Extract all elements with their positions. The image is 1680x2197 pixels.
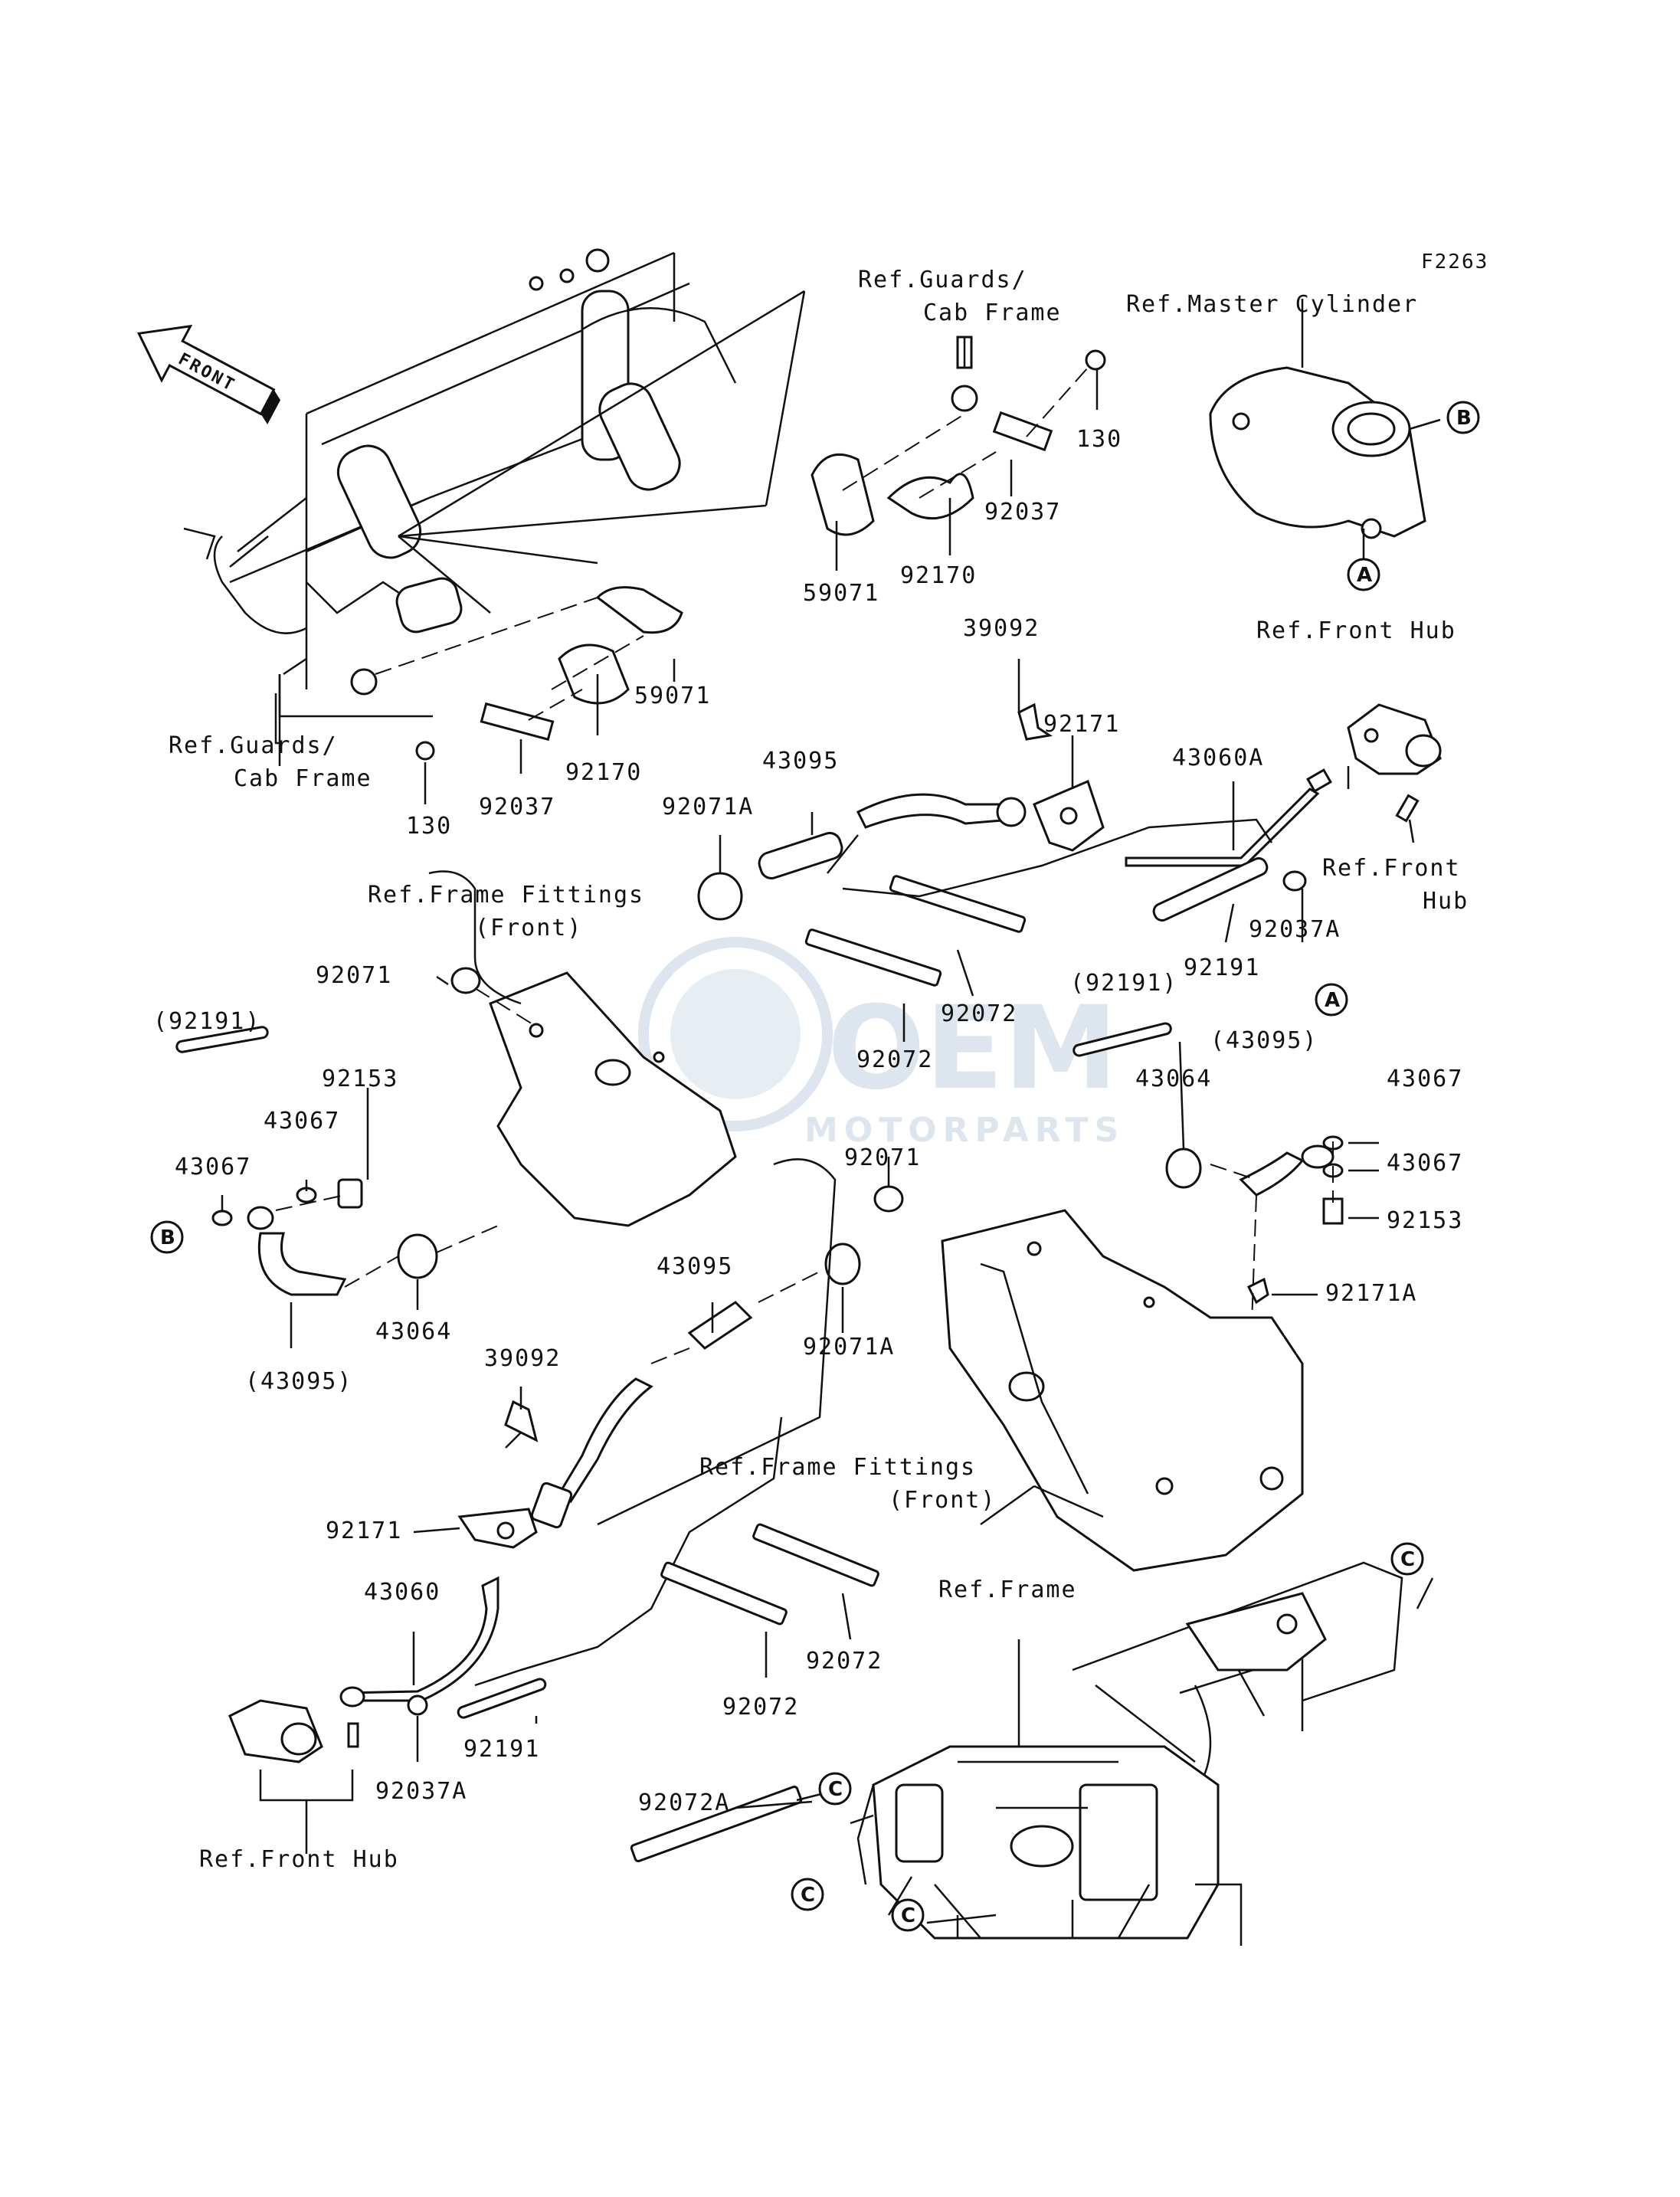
front-hub-top-drawing [1125,703,1442,922]
part-92037-left: 92037 [479,794,555,820]
part-43067-left1: 43067 [264,1108,340,1135]
guard-frame-drawing [183,248,806,718]
part-92191-paren-left: (92191) [153,1008,260,1035]
part-92071a-lower: 92071A [803,1334,895,1360]
ref-front-hub-right-line2: Hub [1423,888,1469,915]
part-92153-right: 92153 [1387,1207,1463,1234]
circle-marker-a-top: A [1347,558,1380,591]
part-92153-left: 92153 [322,1066,398,1092]
part-92191-paren-right: (92191) [1070,970,1177,997]
top-hose-group [697,793,1027,921]
ref-frame-fittings-bottom-line1: Ref.Frame Fittings [699,1454,976,1481]
marker-a-top-label: A [1357,564,1372,587]
part-43060a: 43060A [1172,745,1264,771]
part-92071-left: 92071 [316,962,392,989]
ref-frame-fittings-top-line1: Ref.Frame Fittings [368,882,644,909]
part-130-top: 130 [1076,426,1122,453]
part-92171a: 92171A [1325,1280,1417,1307]
part-59071-left: 59071 [634,683,711,709]
frame-fitting-left [428,870,737,1227]
part-43064-left: 43064 [375,1318,452,1345]
part-92191-right: 92191 [1184,954,1260,981]
marker-a-right-label: A [1325,989,1340,1012]
part-39092-top: 39092 [963,615,1040,642]
circle-marker-c-frame-top: C [1390,1542,1424,1576]
circle-marker-b-left: B [150,1220,184,1254]
part-92072-lower1: 92072 [806,1648,883,1675]
frame-drawing [856,1561,1403,1946]
watermark-sub: MOTORPARTS [804,1111,1125,1150]
part-92072-mid1: 92072 [941,1000,1017,1027]
ref-master-cylinder: Ref.Master Cylinder [1126,291,1418,318]
part-92171-lower: 92171 [326,1518,402,1544]
watermark-brand: OEM [827,982,1118,1115]
part-92037a-right: 92037A [1249,916,1341,943]
part-92170-left: 92170 [565,759,642,786]
part-92072-mid2: 92072 [856,1046,933,1073]
circle-marker-a-right: A [1315,983,1348,1017]
ref-front-hub-right-line1: Ref.Front [1322,855,1461,882]
marker-b-top-label: B [1456,407,1472,430]
bracket-92171-top [1017,702,1105,852]
part-43064-right: 43064 [1135,1066,1212,1092]
part-43060: 43060 [364,1579,440,1606]
front-arrow: FRONT [136,324,281,425]
marker-c-frame-bottom-label: C [901,1904,915,1927]
leader-lines [221,299,1441,1924]
lower-hose-group [504,1158,837,1529]
marker-c-frame-left-label: C [801,1884,815,1907]
part-43067-right2: 43067 [1387,1150,1463,1177]
part-43095-paren-left: (43095) [245,1368,352,1395]
part-92072a: 92072A [638,1789,730,1816]
marker-b-left-label: B [160,1226,175,1249]
part-92171-top: 92171 [1043,711,1120,738]
master-cylinder-drawing [1209,366,1426,539]
left-hose-group [175,1026,499,1296]
part-92071-center: 92071 [844,1144,921,1171]
ref-guards-cab-left-line2: Cab Frame [234,765,372,792]
part-39092-lower: 39092 [484,1345,561,1372]
part-92037-top: 92037 [984,499,1061,526]
frame-fitting-right [941,1209,1304,1572]
circle-marker-c-tie: C [818,1772,852,1806]
circle-marker-c-frame-left: C [791,1878,824,1911]
part-43067-left2: 43067 [175,1154,251,1180]
ref-frame-fittings-top-line2: (Front) [475,915,582,941]
part-43067-right1: 43067 [1387,1066,1463,1092]
figure-code: F2263 [1421,250,1488,273]
part-43095-mid: 43095 [762,748,839,774]
ref-front-hub-bottom: Ref.Front Hub [199,1846,399,1873]
watermark: OEM MOTORPARTS [638,937,1125,1150]
left-bracket-group [350,586,683,761]
cable-ties-mid [804,818,1273,987]
ref-guards-cab-left-line1: Ref.Guards/ [169,732,338,759]
part-92071a-mid: 92071A [662,794,754,820]
ref-front-hub-top: Ref.Front Hub [1256,617,1456,644]
ref-frame-fittings-bottom-line2: (Front) [889,1487,996,1514]
part-130-left: 130 [406,813,452,840]
part-59071-top: 59071 [803,580,879,607]
ref-guards-cab-top-line2: Cab Frame [923,300,1062,326]
ref-frame: Ref.Frame [938,1577,1077,1603]
right-hose-group [824,1022,1344,1410]
part-92072-lower2: 92072 [722,1694,799,1721]
part-43095-lower: 43095 [657,1253,733,1280]
circle-marker-c-frame-bottom: C [891,1898,925,1932]
marker-c-frame-top-label: C [1400,1548,1415,1571]
part-92170-top: 92170 [900,562,977,589]
ref-guards-cab-top-line1: Ref.Guards/ [858,267,1027,293]
part-92037a-lower: 92037A [375,1778,467,1805]
circle-marker-b-top: B [1446,401,1480,434]
part-92191-lower: 92191 [463,1736,540,1763]
part-43095-paren-right: (43095) [1210,1027,1318,1054]
marker-c-tie-label: C [828,1778,843,1801]
front-hub-bottom-drawing [228,1416,783,1854]
